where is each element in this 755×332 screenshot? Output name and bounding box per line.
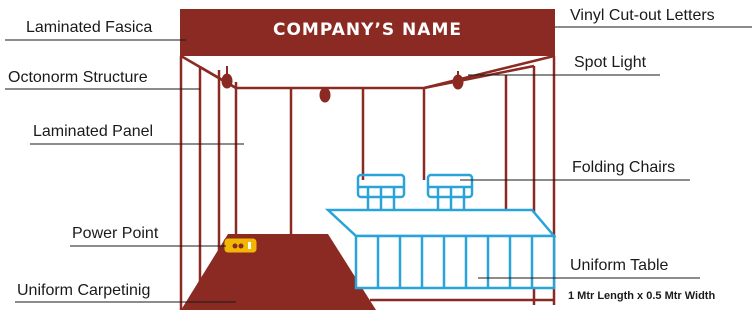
label-uniform-carpeting: Uniform Carpetinig: [17, 282, 151, 299]
company-name: COMPANY’S NAME: [273, 20, 462, 40]
label-laminated-panel: Laminated Panel: [33, 123, 154, 140]
spot-lights: [221, 66, 464, 103]
folding-chairs: [356, 173, 474, 210]
label-table-size: 1 Mtr Length x 0.5 Mtr Width: [568, 290, 716, 302]
uniform-carpeting: [181, 234, 376, 310]
folding-chair-2: [426, 173, 474, 210]
power-point-icon: [223, 237, 258, 254]
uniform-table: [324, 208, 557, 290]
label-folding-chairs: Folding Chairs: [572, 159, 676, 176]
label-laminated-fascia: Laminated Fasica: [26, 19, 153, 36]
spot-light-1: [221, 73, 233, 89]
label-uniform-table: Uniform Table: [570, 257, 669, 274]
label-power-point: Power Point: [72, 225, 159, 242]
spot-light-3: [452, 74, 464, 90]
folding-chair-1: [356, 173, 406, 210]
leader-lines: [5, 26, 752, 303]
label-vinyl-letters: Vinyl Cut-out Letters: [570, 7, 715, 24]
spot-light-2: [319, 87, 331, 103]
fascia-panel: [180, 9, 555, 56]
label-octonorm-structure: Octonorm Structure: [8, 69, 148, 86]
label-spot-light: Spot Light: [574, 54, 647, 71]
